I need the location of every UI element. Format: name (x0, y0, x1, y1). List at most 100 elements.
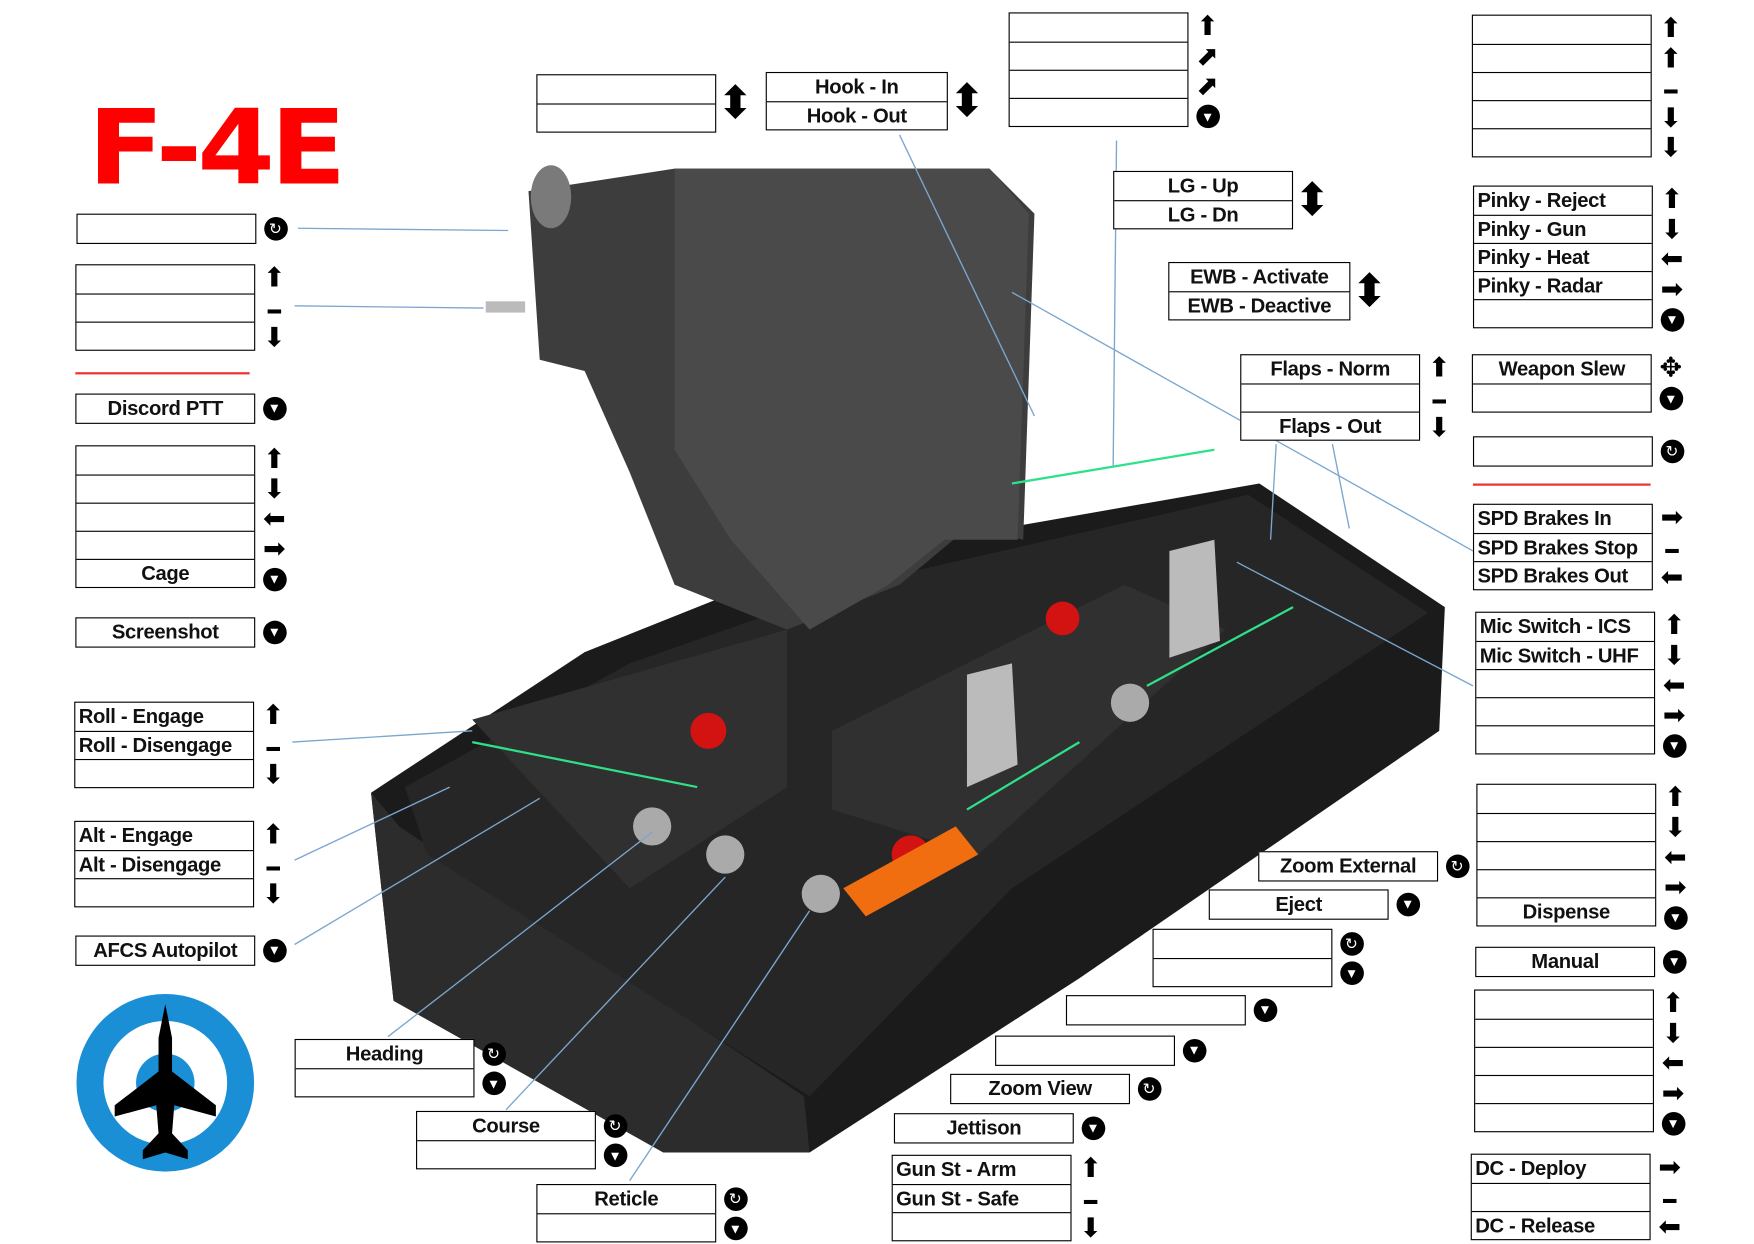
binding-field[interactable] (1477, 812, 1656, 841)
binding-field[interactable] (75, 878, 253, 906)
binding-field[interactable] (1475, 1018, 1653, 1047)
binding-field[interactable]: Course (472, 1114, 540, 1137)
binding-field[interactable]: EWB - Deactive (1169, 291, 1350, 319)
binding-field[interactable]: DC - Release (1471, 1210, 1650, 1239)
binding-field[interactable] (76, 502, 255, 531)
binding-field[interactable]: SPD Brakes Out (1474, 561, 1652, 589)
binding-field[interactable] (1476, 725, 1654, 753)
binding-field[interactable] (78, 215, 256, 243)
binding-field[interactable]: Discord PTT (107, 396, 224, 420)
binding-field[interactable] (1471, 1182, 1650, 1211)
binding-field[interactable]: Flaps - Norm (1270, 357, 1390, 381)
binding-field[interactable]: Mic Switch - ICS (1479, 615, 1631, 638)
binding-field[interactable] (1472, 100, 1651, 128)
binding-field[interactable] (1474, 437, 1652, 465)
binding-field[interactable]: Pinky - Gun (1474, 214, 1652, 243)
binding-field[interactable]: Screenshot (111, 620, 219, 644)
binding-field[interactable]: Heading (345, 1042, 424, 1065)
binding-field[interactable] (1473, 16, 1651, 44)
binding-field[interactable]: Eject (1275, 892, 1323, 916)
binding-field[interactable] (537, 1213, 716, 1241)
binding-field[interactable] (76, 474, 255, 502)
binding-field[interactable] (1154, 930, 1332, 958)
binding-group-zoomview: Zoom View↻ (950, 1073, 1161, 1105)
arrow-down-icon: ⬇ (263, 322, 286, 354)
binding-field[interactable]: Gun St - Safe (892, 1183, 1071, 1212)
icon-column: ▼ (1179, 1036, 1208, 1066)
binding-field[interactable]: Roll - Disengage (75, 730, 253, 759)
binding-field[interactable]: Mic Switch - UHF (1476, 640, 1654, 669)
binding-field[interactable] (1475, 1074, 1653, 1103)
binding-field[interactable]: Hook - In (815, 75, 899, 98)
binding-field[interactable] (76, 321, 255, 350)
binding-rows: Hook - In Hook - Out (765, 71, 948, 131)
binding-field[interactable]: Alt - Engage (78, 824, 193, 847)
binding-field[interactable] (1477, 841, 1656, 869)
circle-down-icon: ▼ (1656, 384, 1685, 414)
binding-field[interactable]: AFCS Autopilot (93, 938, 238, 962)
binding-field[interactable]: Zoom View (988, 1077, 1092, 1100)
binding-field[interactable]: Weapon Slew (1498, 357, 1626, 381)
binding-field[interactable] (1241, 383, 1419, 411)
binding-field[interactable] (1475, 1046, 1653, 1075)
binding-field[interactable]: Flaps - Out (1241, 411, 1419, 440)
binding-field[interactable] (76, 293, 255, 321)
binding-field[interactable]: LG - Up (1167, 174, 1239, 197)
binding-field[interactable]: Cage (76, 558, 255, 587)
binding-field[interactable] (1010, 13, 1188, 41)
binding-field[interactable] (1474, 299, 1652, 327)
binding-field[interactable]: SPD Brakes Stop (1474, 532, 1652, 561)
binding-field[interactable] (76, 446, 254, 474)
binding-field[interactable] (76, 265, 254, 293)
arrow-down-icon: ⬇ (1662, 640, 1686, 671)
binding-group-g6: ⬆▬⬇ (75, 264, 286, 351)
binding-field[interactable] (1475, 1103, 1653, 1131)
binding-field[interactable] (295, 1068, 474, 1096)
binding-field[interactable] (1009, 97, 1188, 126)
binding-field[interactable]: DC - Deploy (1475, 1157, 1587, 1180)
binding-field[interactable] (417, 1140, 595, 1168)
binding-field[interactable]: Pinky - Radar (1474, 270, 1652, 299)
binding-field[interactable]: Pinky - Reject (1477, 188, 1606, 212)
binding-field[interactable] (537, 75, 715, 103)
circle-down-icon: ▼ (1393, 889, 1422, 919)
binding-field[interactable] (1067, 996, 1245, 1024)
binding-field[interactable] (996, 1037, 1174, 1065)
binding-field[interactable]: Gun St - Arm (896, 1158, 1017, 1181)
binding-field[interactable] (1477, 785, 1655, 813)
binding-field[interactable] (892, 1212, 1071, 1240)
icon-column: ⬆⬈⬈▼ (1193, 12, 1222, 131)
binding-field[interactable]: Roll - Engage (78, 704, 204, 728)
binding-field[interactable] (1476, 669, 1654, 697)
binding-field[interactable] (1475, 991, 1653, 1019)
binding-rows: Weapon Slew (1471, 354, 1652, 413)
binding-field[interactable] (537, 103, 716, 131)
binding-field[interactable] (1009, 69, 1188, 98)
icon-column: ⬆⬇⬅➡▼ (1658, 989, 1687, 1138)
binding-group-discord: Discord PTT▼ (75, 393, 287, 424)
binding-field[interactable] (76, 530, 255, 559)
binding-field[interactable]: Manual (1531, 950, 1600, 973)
binding-field[interactable] (1009, 41, 1188, 70)
binding-field[interactable] (1476, 697, 1654, 725)
binding-field[interactable]: Zoom External (1280, 854, 1417, 878)
binding-field[interactable]: Reticle (594, 1187, 659, 1210)
binding-field[interactable] (1153, 957, 1332, 986)
icon-column: ⬆⬇⬅➡▼ (1661, 784, 1690, 933)
binding-field[interactable]: SPD Brakes In (1477, 507, 1612, 530)
binding-field[interactable] (1472, 43, 1651, 72)
binding-field[interactable]: Jettison (946, 1116, 1022, 1140)
binding-field[interactable]: Alt - Disengage (75, 850, 253, 878)
binding-field[interactable]: Dispense (1477, 897, 1656, 925)
binding-field[interactable] (1472, 71, 1651, 100)
binding-field[interactable]: EWB - Activate (1190, 265, 1329, 288)
binding-field[interactable] (1472, 128, 1651, 156)
binding-field[interactable] (1472, 383, 1651, 411)
binding-field[interactable]: Pinky - Heat (1474, 242, 1652, 271)
binding-field[interactable]: LG - Dn (1114, 200, 1292, 228)
binding-field[interactable] (1477, 869, 1656, 897)
binding-field[interactable]: Hook - Out (766, 101, 947, 129)
binding-field[interactable] (75, 758, 253, 787)
icon-column: ▼ (1078, 1113, 1107, 1143)
